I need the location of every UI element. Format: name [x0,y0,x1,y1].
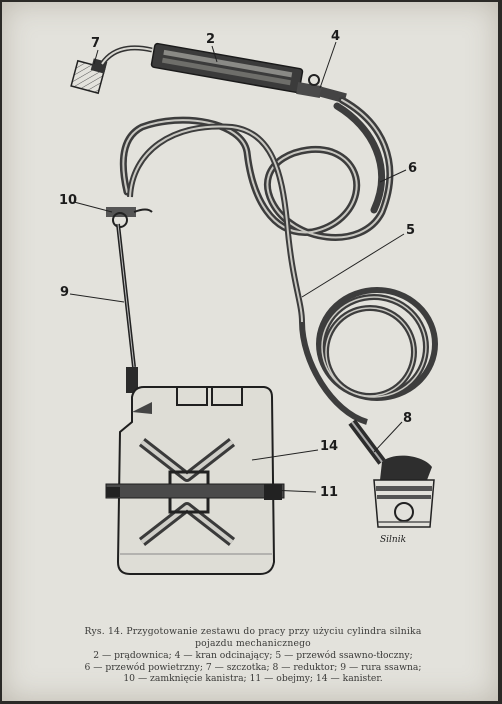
canister-closure-icon [106,207,153,228]
caption-title-line2: pojazdu mechanicznego [195,637,311,649]
reducer-icon [348,419,386,465]
caption-title-line1: Rys. 14. Przygotowanie zestawu do pracy … [84,626,422,637]
label-11: 11 [320,485,338,500]
canister [116,386,276,575]
caption-legend-line1: 2 — prądownica; 4 — kran odcinający; 5 —… [93,650,413,662]
caption-legend-line3: 10 — zamknięcie kanistra; 11 — obejmy; 1… [123,673,383,685]
engine-label: Silnik [380,535,406,545]
label-14: 14 [320,439,338,454]
suction-pressure-hose [299,287,438,425]
sprayer-body [150,42,304,94]
label-7: 7 [91,36,100,51]
engine-cylinder [373,455,435,528]
equipment-illustration: Silnik [59,29,438,575]
figure-caption: Rys. 14. Przygotowanie zestawu do pracy … [20,626,486,685]
label-6: 6 [408,161,417,176]
brush-icon [70,58,108,95]
label-2: 2 [206,32,215,47]
label-8: 8 [403,411,412,426]
label-9: 9 [60,285,69,300]
suction-pipe [116,223,138,393]
label-5: 5 [406,223,415,238]
caption-legend-line2: 6 — przewód powietrzny; 7 — szczotka; 8 … [84,661,422,673]
clamp-strap [105,483,285,500]
label-4: 4 [331,29,340,44]
label-10: 10 [59,193,77,208]
